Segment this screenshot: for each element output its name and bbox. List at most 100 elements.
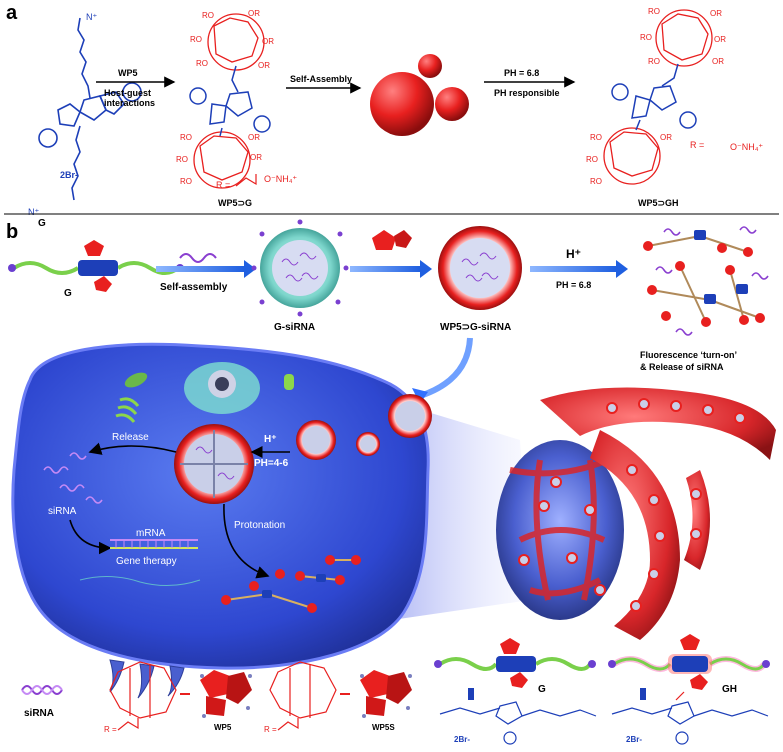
cell-base-projections bbox=[109, 659, 185, 699]
nanoparticle-sphere-large bbox=[370, 72, 434, 136]
entering-particle bbox=[356, 432, 380, 456]
release-label: Release bbox=[112, 432, 149, 443]
legend-g-counterion: 2Br- bbox=[454, 735, 470, 744]
released-molecule-cluster bbox=[643, 226, 769, 336]
ph-68-label: PH = 6.8 bbox=[556, 280, 591, 290]
complex-r-chain bbox=[235, 174, 257, 187]
ro-label: RO bbox=[590, 133, 602, 142]
arrow2-top-label: Self-Assembly bbox=[290, 74, 352, 84]
released-molecules-cell bbox=[221, 555, 361, 613]
g-sirna-label: G-siRNA bbox=[274, 322, 315, 333]
h-plus-cell-label: H⁺ bbox=[264, 434, 277, 445]
nanoparticle-sphere-small-top bbox=[418, 54, 442, 78]
complex-r-label: R = bbox=[216, 180, 230, 190]
ro-label: RO bbox=[180, 177, 192, 186]
ro-label: RO bbox=[190, 35, 202, 44]
h-plus-label: H⁺ bbox=[566, 247, 581, 261]
endosome-particle bbox=[174, 424, 254, 504]
complex-r-formula: O⁻NH₄⁺ bbox=[264, 174, 297, 184]
arrow-h-plus-head bbox=[616, 260, 628, 278]
legend-gh-counterion: 2Br- bbox=[626, 735, 642, 744]
mrna-label: mRNA bbox=[136, 528, 166, 539]
golgi-icon bbox=[115, 397, 140, 423]
arrow1-bottom-label-2: interactions bbox=[104, 98, 155, 108]
or-label: OR bbox=[250, 153, 262, 162]
legend-wp5s-3d bbox=[360, 670, 412, 718]
entering-particle bbox=[388, 394, 432, 438]
legend-g-structure bbox=[439, 701, 597, 745]
product-r-formula: O⁻NH₄⁺ bbox=[730, 142, 763, 152]
ro-label: RO bbox=[640, 33, 652, 42]
ph-46-label: PH=4-6 bbox=[254, 458, 289, 469]
arrow-self-assembly-head bbox=[244, 260, 256, 278]
complex-wp5-gh bbox=[603, 9, 713, 185]
or-label: OR bbox=[712, 57, 724, 66]
complex-label: WP5⊃G bbox=[218, 198, 252, 208]
arrow3-top-label: PH = 6.8 bbox=[504, 68, 539, 78]
mrna-strand bbox=[110, 539, 198, 549]
panel-b-label: b bbox=[6, 221, 18, 243]
or-label: OR bbox=[714, 35, 726, 44]
sirna-strands-cell bbox=[43, 452, 103, 504]
ro-label: RO bbox=[590, 177, 602, 186]
fluorescence-label-1: Fluorescence ‘turn-on’ bbox=[640, 350, 737, 360]
legend-wp5s-structure bbox=[269, 661, 337, 731]
arrow-to-wp5-g-sirna bbox=[350, 266, 420, 272]
or-label: OR bbox=[248, 9, 260, 18]
panel-a-label: a bbox=[6, 2, 18, 24]
cell-filament bbox=[79, 576, 201, 586]
g-rod-label: G bbox=[64, 288, 72, 299]
legend-g-rod bbox=[434, 638, 596, 688]
ro-label: RO bbox=[176, 155, 188, 164]
self-assembly-label: Self-assembly bbox=[160, 282, 228, 293]
guest-label: G bbox=[38, 218, 46, 229]
or-label: OR bbox=[660, 133, 672, 142]
guest-counterion: 2Br- bbox=[60, 170, 78, 180]
vessel-particles bbox=[518, 398, 746, 612]
vesicle-icon bbox=[284, 374, 294, 390]
legend-sirna-label: siRNA bbox=[24, 708, 54, 719]
arrow-to-wp5-g-sirna-head bbox=[420, 260, 432, 278]
legend-gh-structure bbox=[611, 691, 769, 745]
or-label: OR bbox=[258, 61, 270, 70]
ro-label: RO bbox=[180, 133, 192, 142]
arrow-curve-to-cell bbox=[419, 337, 473, 399]
legend-wp5-3d bbox=[200, 670, 252, 718]
legend-gh-equals bbox=[640, 688, 646, 700]
legend-g-equals bbox=[468, 688, 474, 700]
ro-label: RO bbox=[196, 59, 208, 68]
fluorescence-label-2: & Release of siRNA bbox=[640, 362, 724, 372]
entering-particle bbox=[296, 420, 336, 460]
legend-wp5s-label: WP5S bbox=[372, 723, 395, 732]
cell-nucleus bbox=[184, 362, 260, 414]
or-label: OR bbox=[248, 133, 260, 142]
ro-label: RO bbox=[586, 155, 598, 164]
legend-sirna-icon bbox=[21, 685, 63, 695]
nanoparticle-sphere-small-right bbox=[435, 87, 469, 121]
ro-label: RO bbox=[202, 11, 214, 20]
legend-wp5-label: WP5 bbox=[214, 723, 232, 732]
n-plus-top-g: N⁺ bbox=[86, 12, 97, 22]
wp5-g-sirna-particle bbox=[438, 226, 522, 310]
product-r-label: R = bbox=[690, 140, 704, 150]
n-plus-bottom-g: N⁺ bbox=[28, 207, 39, 217]
arrow-to-mrna bbox=[69, 519, 112, 555]
legend-g-label: G bbox=[538, 684, 546, 695]
tumor-tissue bbox=[496, 440, 624, 620]
ro-label: RO bbox=[648, 7, 660, 16]
or-label: OR bbox=[262, 37, 274, 46]
g-sirna-particle bbox=[251, 219, 349, 317]
wp5-host-icon bbox=[372, 230, 412, 250]
or-label: OR bbox=[710, 9, 722, 18]
arrow-protonation bbox=[223, 503, 270, 579]
legend-wp5s-r-label: R = bbox=[264, 725, 277, 734]
product-label: WP5⊃GH bbox=[638, 198, 679, 208]
guest-molecule-g bbox=[38, 17, 142, 201]
arrow1-bottom-label-1: Host-guest bbox=[104, 88, 151, 98]
arrow1-top-label: WP5 bbox=[118, 68, 138, 78]
ro-label: RO bbox=[648, 57, 660, 66]
legend-wp5-structure bbox=[109, 661, 177, 731]
arrow-curve-to-cell-head bbox=[412, 388, 428, 404]
